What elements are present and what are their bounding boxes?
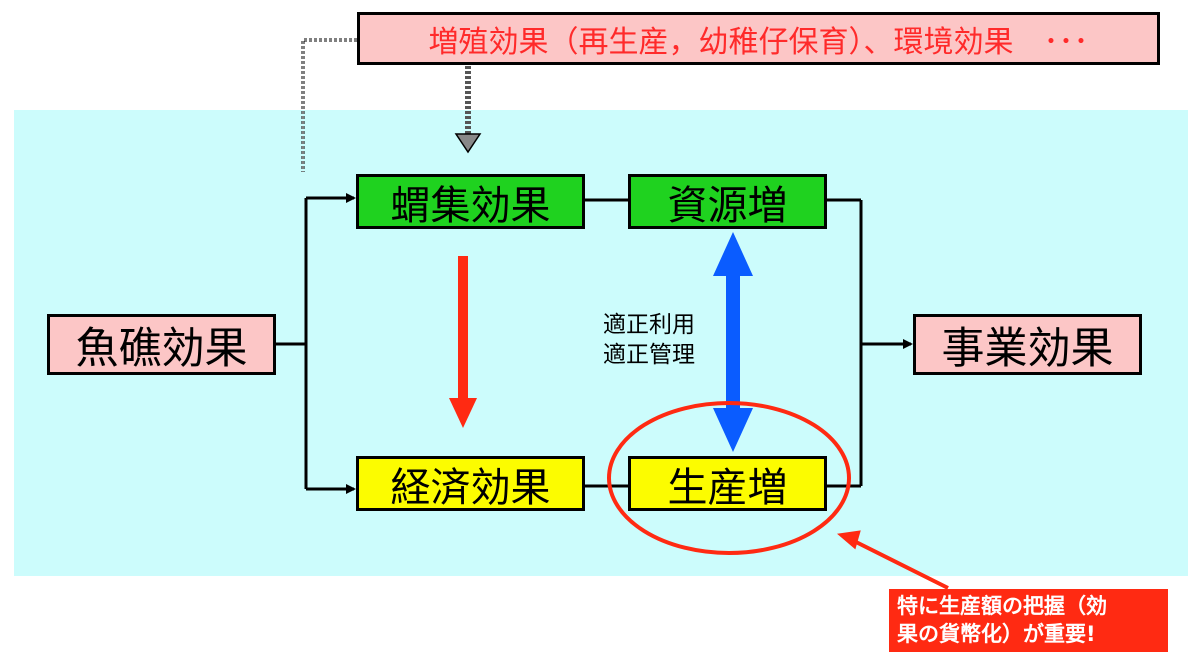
shuugyo-box: 蝟集効果: [356, 174, 585, 229]
keizai-box: 経済効果: [356, 456, 585, 511]
middle-label-riyou: 適正利用: [603, 312, 695, 338]
blue-arrow-shaft: [726, 272, 740, 412]
gyoshou-label: 魚礁効果: [75, 323, 248, 374]
middle-label-kanri: 適正管理: [603, 342, 695, 368]
feedback-dashed-line: [301, 38, 357, 172]
top-note-text: 増殖効果（再生産，幼稚仔保育）、環境効果 ･･･: [428, 24, 1089, 60]
highlight-ellipse: [607, 401, 851, 555]
red-arrow-head: [449, 398, 477, 428]
note-down-arrowhead: [454, 133, 482, 154]
shuugyo-label: 蝟集効果: [390, 182, 551, 229]
gyoshou-box: 魚礁効果: [47, 314, 276, 375]
seisan-label: 生産増: [667, 464, 788, 511]
feedback-dashed-line-inner: [302, 39, 357, 172]
seisan-box: 生産増: [628, 456, 827, 511]
red-arrow-shaft: [458, 256, 468, 401]
callout-line-2: 果の貨幣化）が重要!: [897, 622, 1096, 646]
blue-arrow-head-up: [713, 232, 753, 276]
callout-box: 特に生産額の把握（効 果の貨幣化）が重要!: [889, 589, 1168, 652]
jigyou-box: 事業効果: [913, 314, 1142, 375]
jigyou-label: 事業効果: [941, 323, 1114, 374]
shigen-label: 資源増: [667, 182, 788, 229]
keizai-label: 経済効果: [390, 464, 551, 511]
blue-arrow-head-down: [713, 408, 753, 452]
callout-line-1: 特に生産額の把握（効: [897, 594, 1107, 618]
callout-arrow-head: [837, 530, 861, 550]
shigen-box: 資源増: [628, 174, 827, 229]
callout-arrow-shaft: [851, 538, 949, 590]
top-note-box: 増殖効果（再生産，幼稚仔保育）、環境効果 ･･･: [357, 12, 1160, 65]
